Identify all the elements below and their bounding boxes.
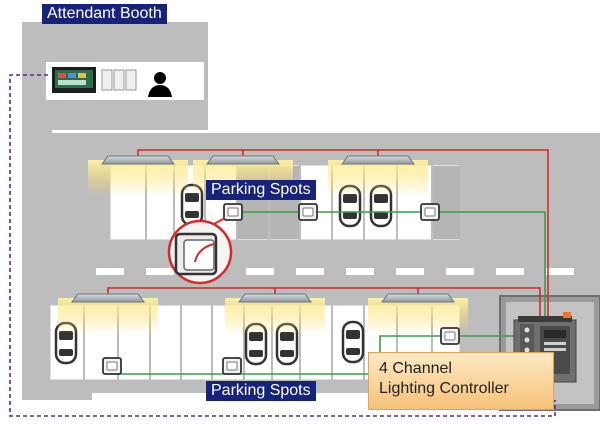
lamp-icon — [87, 155, 189, 197]
lamp-icon — [224, 293, 326, 335]
touch-panel — [52, 67, 96, 93]
controller-label: 4 Channel Lighting Controller — [368, 352, 554, 410]
lighting-wires — [107, 149, 549, 318]
parking-spots-top-label: Parking Spots — [206, 180, 316, 200]
sensor-icon — [440, 327, 460, 345]
keypad-panels — [101, 69, 137, 91]
attendant-booth-label: Attendant Booth — [42, 4, 167, 24]
sensor-magnifier — [167, 217, 233, 285]
lamp-icon — [327, 155, 429, 197]
controller-label-line2: Lighting Controller — [379, 380, 509, 397]
controller-label-line1: 4 Channel — [379, 360, 452, 377]
lamp-icon — [57, 293, 159, 335]
network-wire — [9, 74, 556, 417]
parking-spots-bottom-label: Parking Spots — [206, 381, 316, 401]
sensor-icon — [102, 357, 122, 375]
sensor-icon — [222, 357, 242, 375]
sensor-icon — [223, 203, 243, 221]
sensor-icon — [298, 203, 318, 221]
car-icon — [341, 320, 365, 364]
sensor-icon — [420, 203, 440, 221]
attendant-silhouette — [148, 72, 172, 97]
